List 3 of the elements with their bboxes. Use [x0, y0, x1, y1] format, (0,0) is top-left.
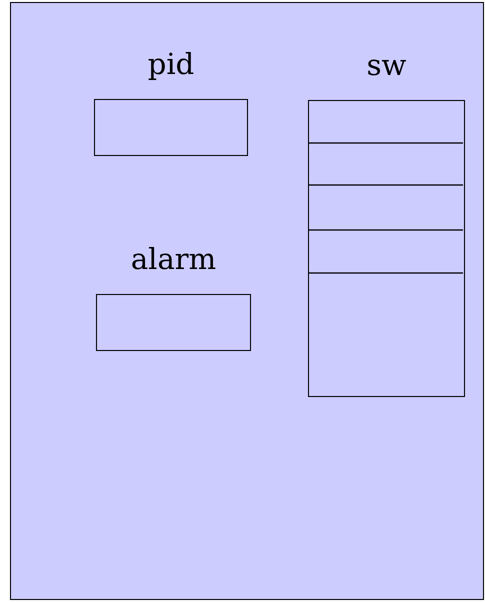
box-label: sw	[366, 48, 406, 82]
box-label: alarm	[130, 242, 216, 276]
box-label: pid	[148, 47, 194, 81]
